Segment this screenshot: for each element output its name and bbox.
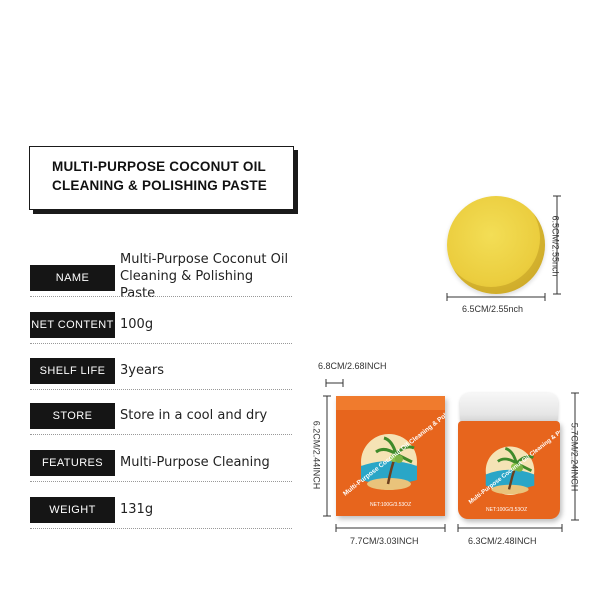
jar-coconut-scene-icon bbox=[485, 446, 535, 495]
coconut-scene-icon bbox=[361, 434, 417, 490]
row-divider bbox=[30, 481, 292, 482]
jar-width-label: 6.3CM/2.48INCH bbox=[468, 536, 537, 546]
spec-value: Multi-Purpose Coconut Oil Cleaning & Pol… bbox=[120, 251, 292, 302]
jar-height-label: 5.7CM/2.24INCH bbox=[569, 422, 580, 492]
jar-lid bbox=[460, 393, 558, 423]
spec-label: WEIGHT bbox=[30, 497, 115, 523]
spec-row-store: STORE Store in a cool and dry bbox=[30, 403, 292, 435]
box-net-text: NET:100G/3.53OZ bbox=[370, 502, 412, 508]
row-divider bbox=[30, 528, 292, 529]
spec-row-net-content: NET CONTENT 100g bbox=[30, 312, 292, 344]
spec-row-features: FEATURES Multi-Purpose Cleaning bbox=[30, 450, 292, 482]
spec-value-line-1: Multi-Purpose Coconut Oil bbox=[120, 252, 289, 267]
row-divider bbox=[30, 296, 292, 297]
product-title-line-2: CLEANING & POLISHING PASTE bbox=[52, 178, 267, 193]
box-depth-label: 6.8CM/2.68INCH bbox=[318, 361, 387, 371]
product-jar-image: Multi-Purpose Coconut Oil Cleaning & Pol… bbox=[455, 393, 565, 523]
box-height-label: 6.2CM/2.44INCH bbox=[311, 420, 322, 490]
disk-height-label: 6.5CM/2.55nch bbox=[550, 215, 561, 277]
row-divider bbox=[30, 434, 292, 435]
polishing-disk-image bbox=[447, 196, 545, 294]
product-title-line-1: MULTI-PURPOSE COCONUT OIL bbox=[52, 159, 266, 174]
disk-width-label: 6.5CM/2.55nch bbox=[462, 304, 524, 314]
spec-value-line-2: Cleaning & Polishing Paste bbox=[120, 269, 254, 301]
spec-label: NAME bbox=[30, 265, 115, 291]
spec-value: 131g bbox=[120, 502, 154, 517]
row-divider bbox=[30, 389, 292, 390]
product-box-image: Multi-Purpose Coconut Oil Cleaning & Pol… bbox=[336, 396, 445, 516]
spec-value: 100g bbox=[120, 317, 154, 332]
spec-row-shelf-life: SHELF LIFE 3years bbox=[30, 358, 292, 390]
jar-net-text: NET:100G/3.53OZ bbox=[486, 507, 528, 513]
spec-label: SHELF LIFE bbox=[30, 358, 115, 384]
box-width-label: 7.7CM/3.03INCH bbox=[350, 536, 419, 546]
row-divider bbox=[30, 343, 292, 344]
spec-row-weight: WEIGHT 131g bbox=[30, 497, 292, 529]
jar-body: Multi-Purpose Coconut Oil Cleaning & Pol… bbox=[458, 421, 560, 519]
spec-label: STORE bbox=[30, 403, 115, 429]
spec-row-name: NAME Multi-Purpose Coconut Oil Cleaning … bbox=[30, 252, 292, 301]
spec-value: Multi-Purpose Cleaning bbox=[120, 455, 270, 470]
spec-label: FEATURES bbox=[30, 450, 115, 476]
product-title-box: MULTI-PURPOSE COCONUT OIL CLEANING & POL… bbox=[29, 146, 294, 210]
box-top-edge bbox=[336, 396, 445, 410]
spec-label: NET CONTENT bbox=[30, 312, 115, 338]
spec-value: Store in a cool and dry bbox=[120, 408, 268, 423]
spec-value: 3years bbox=[120, 363, 165, 378]
